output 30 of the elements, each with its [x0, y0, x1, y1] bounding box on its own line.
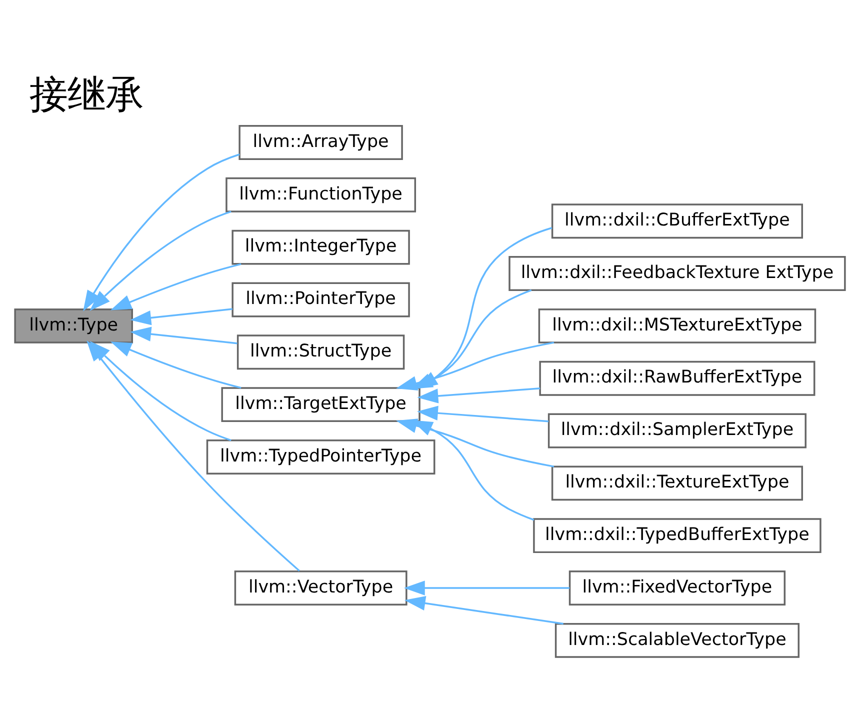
- node-box: llvm::VectorType: [234, 570, 408, 605]
- node-box: llvm::IntegerType: [232, 229, 410, 264]
- node-box: llvm::dxil::TextureExtType: [551, 465, 803, 500]
- node-box: llvm::dxil::FeedbackTexture ExtType: [508, 256, 846, 290]
- arrow: [404, 595, 564, 624]
- node-box: llvm::dxil::CBufferExtType: [551, 203, 803, 238]
- diagram-title: 接继承: [30, 72, 144, 118]
- node-box: llvm::ArrayType: [238, 124, 403, 160]
- node-box: llvm::PointerType: [232, 282, 410, 317]
- arrow: [404, 580, 570, 595]
- arrow: [110, 262, 242, 310]
- arrow: [130, 308, 233, 325]
- node-box: llvm::Type: [14, 308, 133, 343]
- node-box: llvm::TypedPointerType: [206, 439, 436, 474]
- arrow: [396, 418, 554, 467]
- node-box: llvm::FixedVectorType: [568, 570, 786, 605]
- arrow: [90, 210, 232, 310]
- node-box: llvm::ScalableVectorType: [554, 622, 800, 658]
- arrow: [416, 405, 549, 422]
- node-box: llvm::dxil::RawBufferExtType: [539, 360, 816, 396]
- node-box: llvm::dxil::MSTextureExtType: [538, 308, 816, 343]
- node-box: llvm::dxil::TypedBufferExtType: [533, 518, 822, 553]
- arrow: [417, 387, 540, 403]
- node-box: llvm::TargetExtType: [221, 386, 420, 422]
- arrow: [83, 153, 240, 311]
- arrow: [110, 341, 242, 388]
- node-box: llvm::dxil::SamplerExtType: [548, 412, 806, 448]
- node-box: llvm::StructType: [236, 334, 405, 370]
- node-box: llvm::FunctionType: [226, 176, 416, 212]
- arrow: [130, 326, 238, 344]
